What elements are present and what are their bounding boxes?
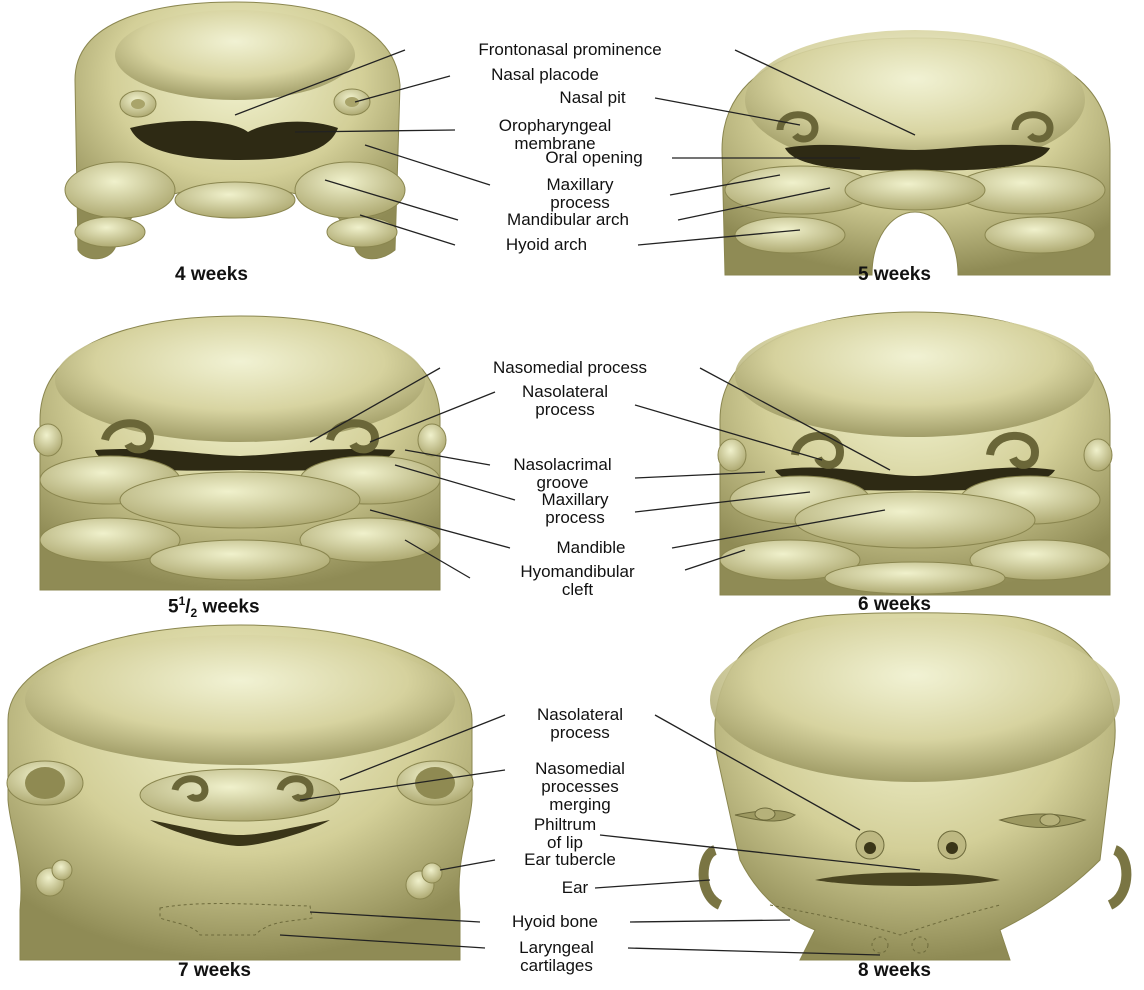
- caption-4-weeks: 4 weeks: [175, 264, 248, 286]
- label-nasomedial-processes-merging: Nasomedial processes merging: [505, 760, 655, 814]
- label-oral-opening: Oral opening: [518, 149, 670, 167]
- label-mandible: Mandible: [510, 539, 672, 557]
- label-ear: Ear: [555, 879, 595, 897]
- label-nasolacrimal-groove: Nasolacrimal groove: [490, 456, 635, 492]
- caption-7-weeks: 7 weeks: [178, 960, 251, 982]
- label-mandibular-arch: Mandibular arch: [458, 211, 678, 229]
- label-laryngeal-cartilages: Laryngeal cartilages: [485, 939, 628, 975]
- label-hyomandibular-cleft: Hyomandibular cleft: [470, 563, 685, 599]
- label-nasolateral-process-2: Nasolateral process: [495, 383, 635, 419]
- caption-5-and-a-half-weeks: 51/2 weeks: [168, 594, 260, 620]
- embryo-7-weeks: [7, 625, 473, 960]
- label-nasomedial-process: Nasomedial process: [440, 359, 700, 377]
- caption-5-5-numerator: 1: [179, 594, 186, 608]
- caption-5-5-whole: 5: [168, 596, 179, 617]
- label-hyoid-arch: Hyoid arch: [455, 236, 638, 254]
- label-nasal-pit: Nasal pit: [530, 89, 655, 107]
- label-frontonasal-prominence: Frontonasal prominence: [405, 41, 735, 59]
- embryo-8-weeks: [704, 613, 1127, 960]
- label-philtrum-of-lip: Philtrum of lip: [515, 816, 615, 852]
- embryo-5-weeks: [722, 30, 1110, 275]
- caption-5-5-unit: weeks: [203, 596, 260, 617]
- embryo-4-weeks: [65, 2, 405, 259]
- caption-5-weeks: 5 weeks: [858, 264, 931, 286]
- embryo-6-weeks: [718, 312, 1112, 595]
- label-nasolateral-process-3: Nasolateral process: [505, 706, 655, 742]
- label-nasal-placode: Nasal placode: [445, 66, 645, 84]
- caption-6-weeks: 6 weeks: [858, 594, 931, 616]
- caption-8-weeks: 8 weeks: [858, 960, 931, 982]
- label-maxillary-process-2: Maxillary process: [515, 491, 635, 527]
- caption-5-5-denominator: 2: [191, 606, 198, 620]
- label-hyoid-bone: Hyoid bone: [480, 913, 630, 931]
- label-ear-tubercle: Ear tubercle: [495, 851, 645, 869]
- label-maxillary-process-1: Maxillary process: [495, 176, 665, 212]
- embryo-5-5-weeks: [34, 316, 446, 590]
